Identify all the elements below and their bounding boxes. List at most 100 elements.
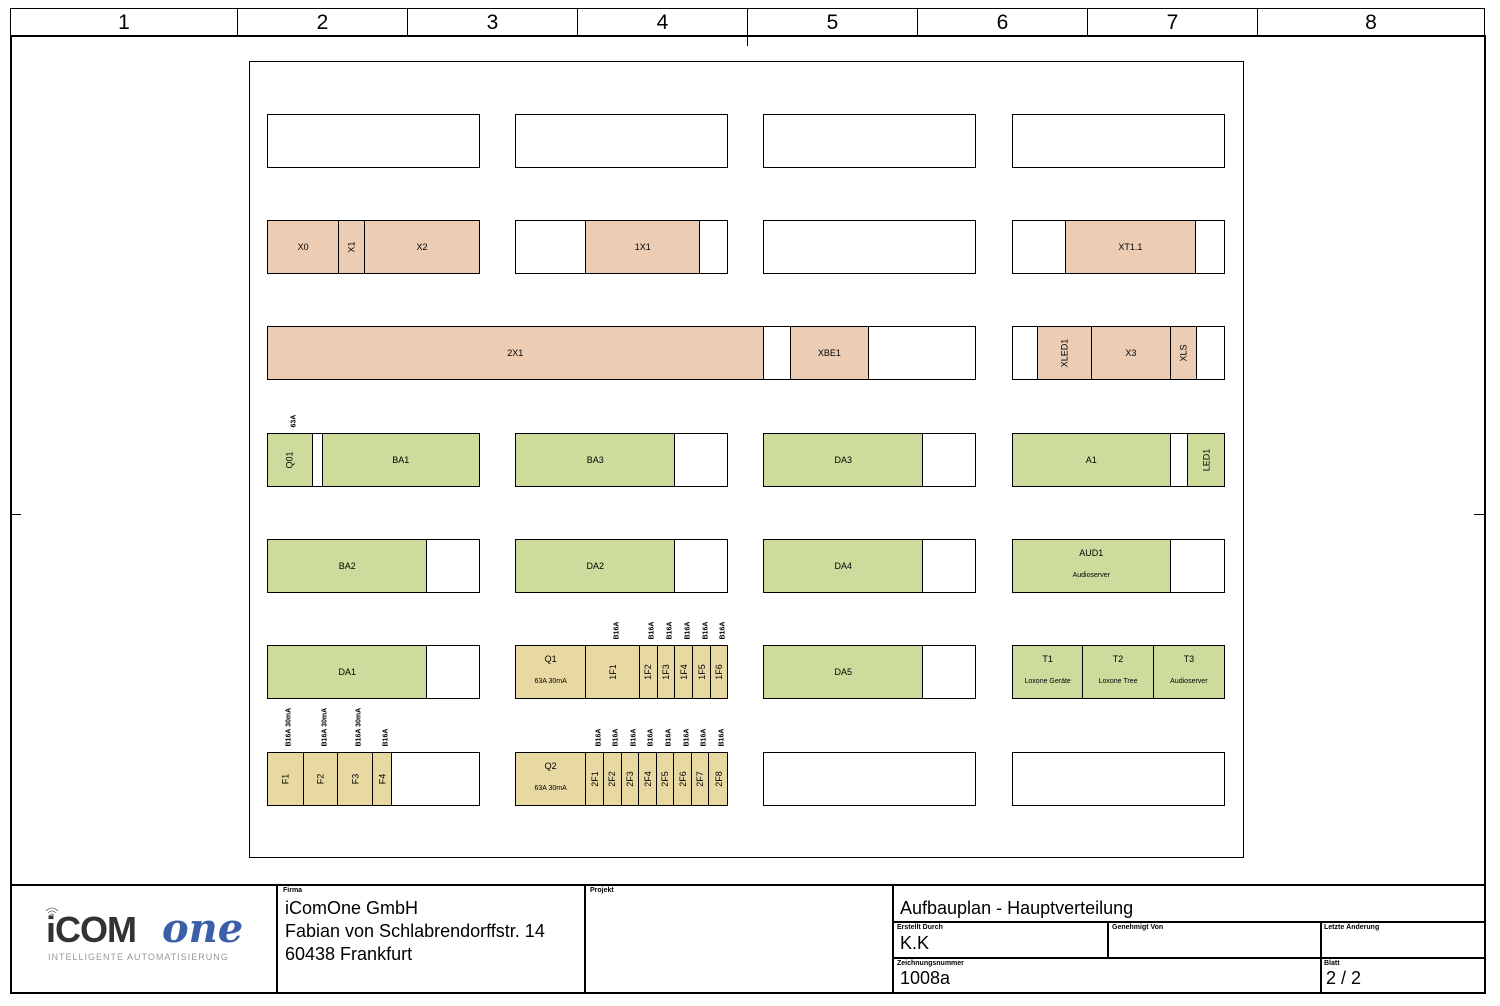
component-rating: B16A — [702, 621, 710, 640]
component-label: X2 — [416, 242, 428, 252]
component-description: Loxone Geräte — [1024, 678, 1071, 685]
component-label: DA4 — [834, 561, 852, 571]
din-rail-r2c2: 1X1 — [515, 220, 728, 274]
zeichnungsnummer-value: 1008a — [900, 968, 951, 988]
component-label: 2F7 — [695, 771, 706, 787]
component-ba3[interactable]: BA3 — [516, 434, 676, 486]
component-rating: B16A — [613, 621, 621, 640]
din-rail-r3c1: 2X1 XBE1 — [267, 326, 976, 380]
empty-slot — [675, 434, 727, 486]
component-label: BA2 — [338, 561, 356, 571]
din-rail-r6c1: DA1 — [267, 645, 480, 699]
component-x0[interactable]: X0 — [268, 221, 340, 273]
component-label: DA5 — [834, 667, 852, 677]
din-rail-r1c2 — [515, 114, 728, 168]
component-rating: B16A — [382, 728, 390, 747]
component-label: 1X1 — [634, 242, 651, 252]
component-description: Audioserver — [1170, 678, 1208, 685]
din-rail-r7c4 — [1012, 752, 1225, 806]
component-da5[interactable]: DA5 — [764, 646, 924, 698]
din-rail-r5c1: BA2 — [267, 539, 480, 593]
empty-slot — [923, 434, 975, 486]
empty-slot — [1171, 434, 1189, 486]
component-da1[interactable]: DA1 — [268, 646, 428, 698]
component-1x1[interactable]: 1X1 — [586, 221, 701, 273]
component-a1[interactable]: A1 — [1013, 434, 1171, 486]
component-rating: B16A — [666, 621, 674, 640]
component-label: BA1 — [392, 455, 410, 465]
logo-text: iCOM — [46, 909, 137, 950]
empty-slot — [700, 221, 727, 273]
component-label: 1F2 — [643, 664, 654, 680]
component-description: 63A 30mA — [534, 678, 567, 685]
empty-slot — [764, 327, 791, 379]
component-da4[interactable]: DA4 — [764, 540, 924, 592]
component-label: 1F3 — [661, 664, 672, 680]
component-xbe1[interactable]: XBE1 — [790, 327, 870, 379]
component-led1[interactable]: LED1 — [1188, 434, 1224, 486]
din-rail-r5c2: DA2 — [515, 539, 728, 593]
component-xled1[interactable]: XLED1 — [1037, 327, 1093, 379]
component-ba1[interactable]: BA1 — [322, 434, 479, 486]
zeichnungsnummer-label: Zeichnungsnummer — [897, 960, 964, 967]
component-x2[interactable]: X2 — [365, 221, 479, 273]
firma-street: Fabian von Schlabrendorffstr. 14 — [285, 921, 545, 941]
component-da3[interactable]: DA3 — [764, 434, 924, 486]
component-xls[interactable]: XLS — [1170, 327, 1198, 379]
component-label: X1 — [346, 241, 357, 253]
component-label: F2 — [315, 773, 326, 785]
center-tick-top — [747, 35, 748, 46]
component-x3[interactable]: X3 — [1092, 327, 1171, 379]
component-xt1-1[interactable]: XT1.1 — [1065, 221, 1197, 273]
component-rating: B16A — [595, 728, 603, 747]
company-logo: iCOM one INTELLIGENTE AUTOMATISIERUNG — [40, 905, 250, 965]
ruler-column-3: 3 — [407, 8, 578, 36]
component-2x1[interactable]: 2X1 — [268, 327, 764, 379]
component-label: 1F5 — [696, 664, 707, 680]
component-rating: B16A — [612, 728, 620, 747]
component-label: 2F2 — [607, 771, 618, 787]
firma-name: iComOne GmbH — [285, 898, 419, 918]
component-rating: B16A 30mA — [355, 707, 363, 747]
component-2f2[interactable]: 2F2 B16A — [603, 729, 622, 805]
empty-slot — [1013, 221, 1066, 273]
component-label: T1 — [1042, 654, 1053, 664]
component-label: 1F6 — [714, 664, 725, 680]
component-1f3[interactable]: 1F3 B16A — [657, 622, 676, 698]
empty-slot — [516, 221, 587, 273]
component-1f5[interactable]: 1F5 B16A — [693, 622, 712, 698]
din-rail-r6c3: DA5 — [763, 645, 976, 699]
component-label: T2 — [1112, 654, 1124, 664]
component-label: A1 — [1085, 455, 1097, 465]
component-label: 2F3 — [624, 771, 635, 787]
component-label: DA3 — [834, 455, 852, 465]
component-ba2[interactable]: BA2 — [268, 540, 428, 592]
projekt-label: Projekt — [590, 887, 614, 894]
component-x1[interactable]: X1 — [339, 221, 366, 273]
component-da2[interactable]: DA2 — [516, 540, 676, 592]
